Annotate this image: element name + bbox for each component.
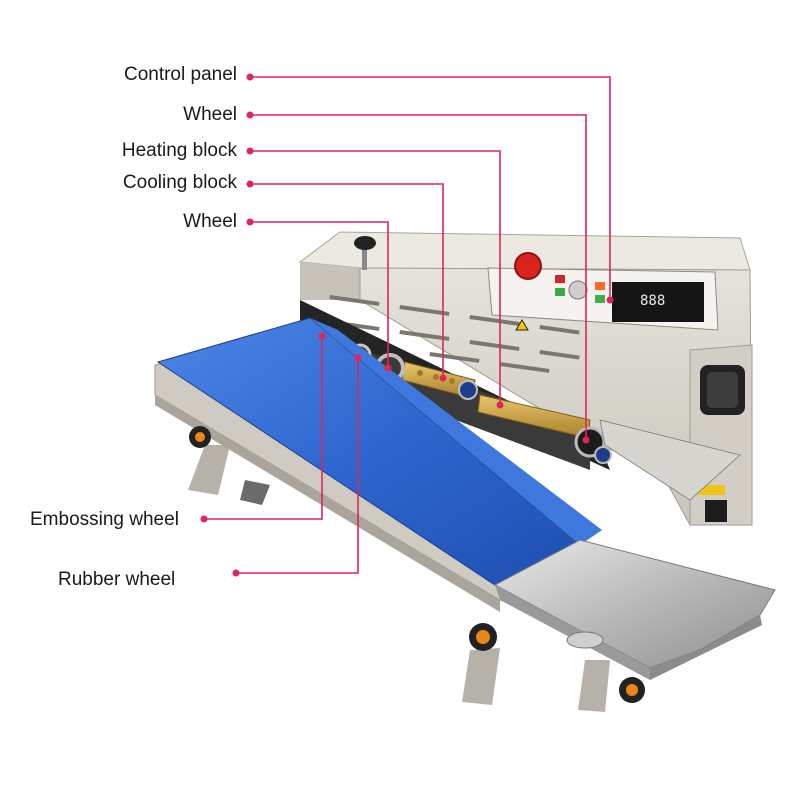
leader-dot-embossing-wheel xyxy=(200,515,208,523)
emergency-stop-button xyxy=(514,252,542,280)
top-adjust-knob xyxy=(354,236,376,270)
power-socket xyxy=(705,500,727,522)
leader-line-cooling-block xyxy=(250,183,444,378)
leader-line-heating-block xyxy=(250,150,501,405)
output-tray xyxy=(493,419,776,680)
leader-line-rubber-wheel xyxy=(236,358,359,574)
leader-line-wheel-top xyxy=(250,114,587,440)
leader-line-embossing-wheel xyxy=(204,336,323,520)
temperature-display-readout: 888 xyxy=(640,293,665,309)
leader-end-embossing-wheel xyxy=(318,332,326,340)
caution-sticker xyxy=(515,319,529,331)
leader-end-wheel-lower xyxy=(384,364,392,372)
control-panel-illustration: 888 xyxy=(487,252,719,331)
callout-label-heating-block: Heating block xyxy=(121,140,237,161)
leader-line-wheel-lower xyxy=(250,221,389,368)
callout-label-rubber-wheel: Rubber wheel xyxy=(58,569,176,590)
guide-plate xyxy=(599,419,742,501)
leader-end-wheel-top xyxy=(582,436,590,444)
callout-leader-lines xyxy=(200,73,614,577)
leader-dot-heating-block xyxy=(246,147,254,155)
leader-line-control-panel xyxy=(250,76,611,300)
speed-knob xyxy=(568,280,588,300)
leader-dot-control-panel xyxy=(246,73,254,81)
leader-end-control-panel xyxy=(606,296,614,304)
leader-end-heating-block xyxy=(496,401,504,409)
leader-end-rubber-wheel xyxy=(354,354,362,362)
machine-legs xyxy=(188,445,610,712)
seal-mechanism xyxy=(300,300,612,470)
leader-dot-wheel-top xyxy=(246,111,254,119)
callout-label-control-panel: Control panel xyxy=(123,64,237,85)
vent-slots xyxy=(329,295,580,373)
callout-label-cooling-block: Cooling block xyxy=(122,172,237,193)
callout-label-wheel-top: Wheel xyxy=(183,104,237,125)
leader-dot-rubber-wheel xyxy=(232,569,240,577)
adjust-knobs xyxy=(189,426,645,703)
callout-label-wheel-lower: Wheel xyxy=(183,211,237,232)
leader-dot-wheel-lower xyxy=(246,218,254,226)
callout-label-embossing-wheel: Embossing wheel xyxy=(30,509,179,530)
temperature-display xyxy=(612,282,704,322)
leader-dot-cooling-block xyxy=(246,180,254,188)
warning-label xyxy=(695,485,725,495)
leader-end-cooling-block xyxy=(439,374,447,382)
